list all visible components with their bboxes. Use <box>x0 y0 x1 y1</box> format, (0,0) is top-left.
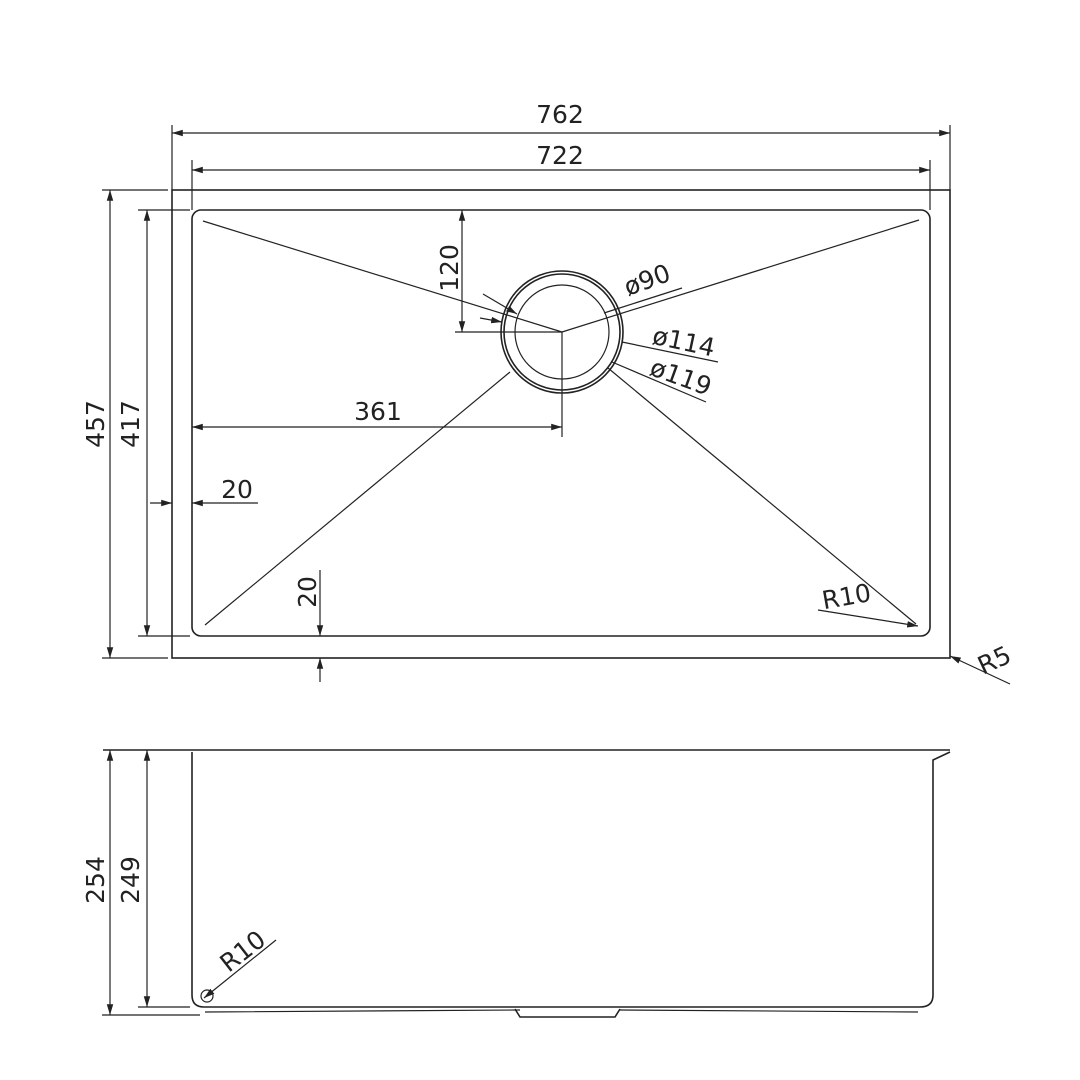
dim-d90-label: ø90 <box>620 258 674 301</box>
drain-diagonals <box>202 219 920 626</box>
dim-254-label: 254 <box>81 856 110 904</box>
dim-457-label: 457 <box>81 400 110 448</box>
dim-457: 457 <box>81 189 168 659</box>
dim-249: 249 <box>116 750 190 1008</box>
dim-r10-top: R10 <box>817 578 919 628</box>
dim-r10-side: R10 <box>200 925 277 1003</box>
dim-762: 762 <box>171 100 951 190</box>
dim-r10-top-label: R10 <box>820 578 873 615</box>
drain <box>500 270 624 437</box>
dim-361-label: 361 <box>354 397 402 426</box>
dim-722-label: 722 <box>536 141 584 170</box>
dim-20-bottom-label: 20 <box>293 576 322 608</box>
dim-r5: R5 <box>949 640 1016 685</box>
side-view: 254 249 R10 <box>81 749 951 1018</box>
dim-120: 120 <box>435 210 562 333</box>
inner-bowl <box>191 209 931 637</box>
dim-417-label: 417 <box>116 400 145 448</box>
dim-361: 361 <box>192 397 562 431</box>
dim-417: 417 <box>116 209 190 637</box>
dim-20-side: 20 <box>150 475 258 507</box>
dim-20-side-label: 20 <box>221 475 253 504</box>
dim-r5-label: R5 <box>973 640 1015 680</box>
dim-120-label: 120 <box>435 244 464 292</box>
drain-outlet <box>514 1008 621 1018</box>
dim-20-bottom: 20 <box>293 570 324 682</box>
outer-rim <box>171 189 951 659</box>
dim-d119: ø119 <box>611 353 715 403</box>
dim-254: 254 <box>81 750 200 1016</box>
dim-762-label: 762 <box>536 100 584 129</box>
top-view: 762 722 457 417 120 361 20 20 ø90 <box>81 100 1016 685</box>
dim-722: 722 <box>191 141 931 210</box>
dim-d90: ø90 <box>482 258 683 315</box>
dim-249-label: 249 <box>116 856 145 904</box>
dim-r10-side-label: R10 <box>214 925 271 978</box>
